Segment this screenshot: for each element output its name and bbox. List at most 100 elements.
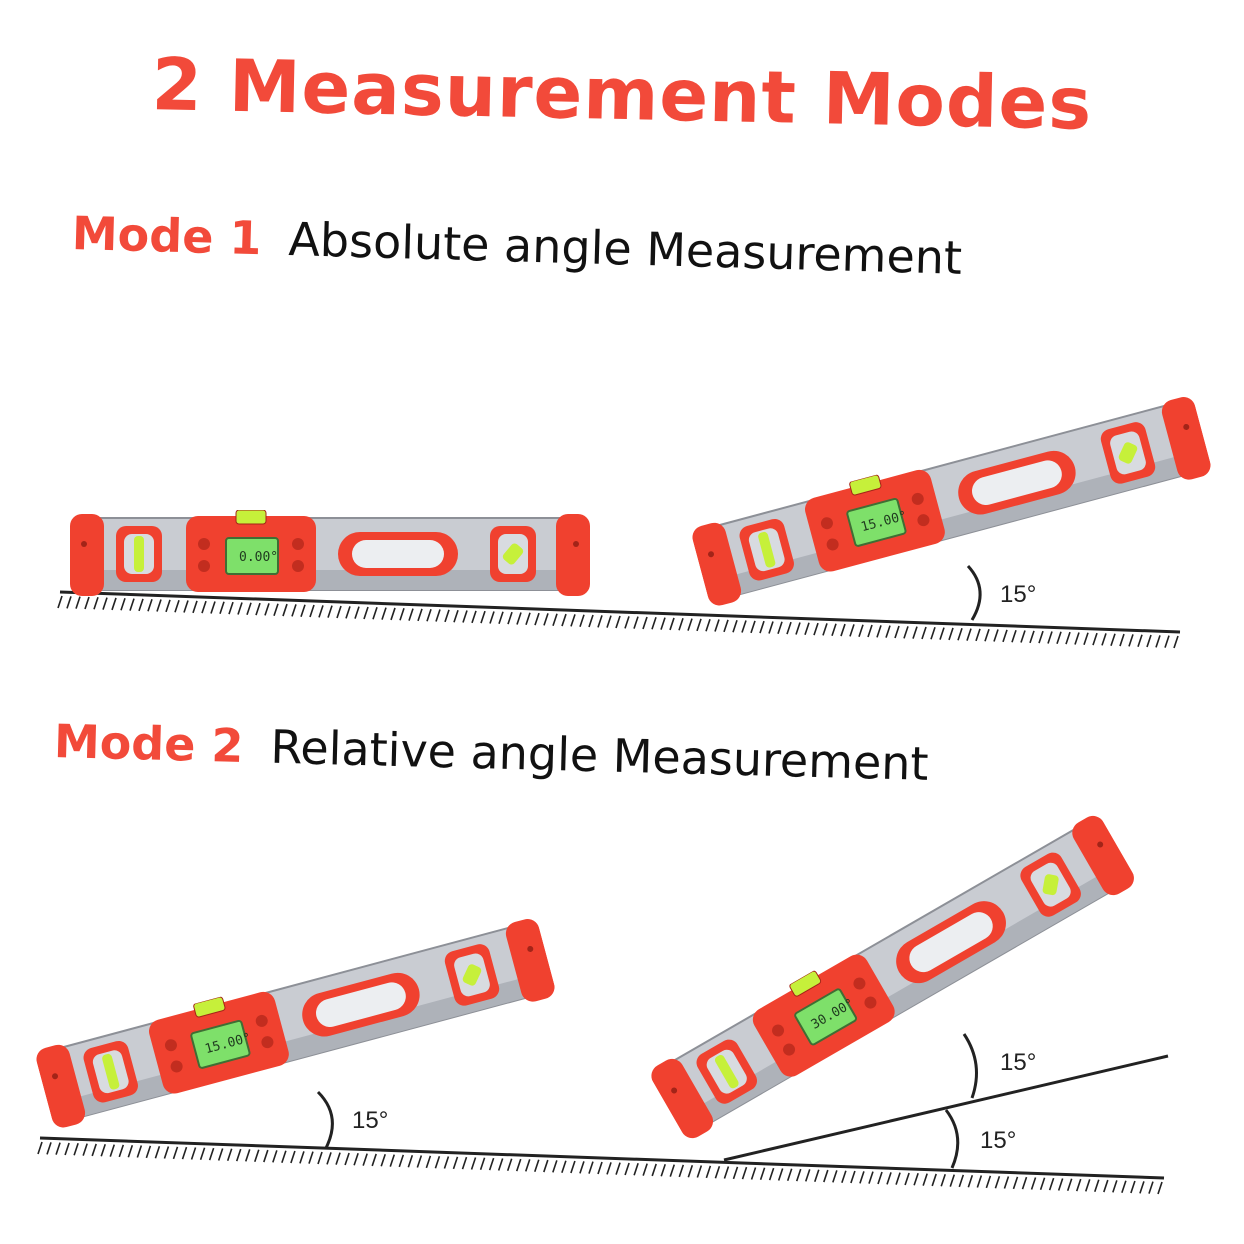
hatch-mark — [1146, 634, 1152, 648]
hatch-mark — [399, 608, 405, 621]
hatch-mark — [75, 596, 81, 609]
hatch-mark — [73, 1143, 79, 1156]
hatch-mark — [858, 624, 864, 637]
hatch-mark — [1065, 631, 1071, 645]
hatch-mark — [588, 1161, 594, 1174]
hatch-mark — [362, 1153, 368, 1166]
hatch-mark — [1139, 1181, 1145, 1194]
hatch-mark — [147, 598, 153, 612]
hatch-mark — [1173, 635, 1179, 649]
hatch-mark — [84, 596, 90, 610]
hatch-mark — [46, 1142, 52, 1155]
hatch-mark — [516, 612, 522, 625]
hatch-mark — [868, 1171, 874, 1184]
hatch-mark — [741, 620, 747, 633]
ground-line — [59, 590, 1181, 634]
hatch-mark — [1021, 1176, 1028, 1190]
hatch-mark — [363, 606, 369, 620]
hatch-mark — [867, 624, 873, 638]
hatch-mark — [226, 1148, 233, 1162]
mode-1-scene: 0.00° 15.00° 15° — [57, 390, 1215, 649]
hatch-mark — [174, 599, 180, 613]
angle-arc-lower — [944, 1109, 960, 1169]
hatch-mark — [129, 598, 135, 611]
hatch-mark — [281, 1150, 287, 1163]
hatch-mark — [1029, 630, 1035, 644]
hatch-mark — [1074, 632, 1080, 645]
hatch-mark — [201, 600, 207, 614]
hatch-mark — [344, 1152, 350, 1166]
hatch-mark — [480, 610, 486, 624]
hatch-mark — [354, 606, 360, 619]
hatch-mark — [804, 1169, 811, 1182]
hatch-mark — [642, 616, 648, 630]
hatch-mark — [570, 614, 576, 627]
hatch-mark — [948, 627, 954, 641]
hatch-mark — [633, 616, 639, 629]
hatch-mark — [678, 618, 684, 631]
hatch-mark — [957, 628, 963, 641]
hatch-mark — [894, 625, 900, 639]
hatch-mark — [425, 1155, 432, 1169]
hatch-mark — [109, 1144, 116, 1157]
hatch-mark — [82, 1143, 88, 1156]
hatch-mark — [642, 1163, 648, 1176]
hatch-mark — [976, 1175, 983, 1188]
hatch-mark — [165, 599, 171, 613]
hatch-mark — [624, 1162, 630, 1176]
ground-hatching — [57, 595, 1179, 649]
hatch-mark — [506, 1158, 513, 1172]
hatch-mark — [1039, 1177, 1046, 1191]
hatch-mark — [479, 1157, 486, 1171]
hatch-mark — [145, 1145, 152, 1159]
hatch-mark — [488, 1157, 495, 1171]
hatch-mark — [210, 601, 216, 614]
hatch-mark — [417, 608, 423, 622]
hatch-mark — [984, 628, 990, 642]
hatch-mark — [1094, 1179, 1100, 1192]
hatch-mark — [912, 626, 918, 639]
hatch-mark — [309, 604, 315, 618]
hatch-mark — [371, 1153, 377, 1167]
hatch-mark — [904, 1172, 910, 1186]
hatch-mark — [1084, 1179, 1091, 1192]
hatch-mark — [172, 1146, 179, 1160]
hatch-mark — [1130, 1180, 1136, 1194]
hatch-mark — [435, 609, 441, 622]
hatch-mark — [759, 1167, 766, 1181]
hatch-mark — [795, 622, 801, 635]
hatch-mark — [606, 615, 612, 628]
angle-arc-slope — [316, 1090, 334, 1149]
hatch-mark — [732, 619, 738, 633]
hatch-mark — [1012, 1176, 1019, 1190]
hatch-mark — [687, 1164, 694, 1178]
hatch-mark — [705, 618, 711, 632]
hatch-mark — [452, 1156, 459, 1170]
hatch-mark — [273, 603, 279, 616]
hatch-mark — [524, 1159, 531, 1172]
hatch-mark — [246, 602, 252, 616]
hatch-mark — [118, 1144, 125, 1158]
hatch-mark — [190, 1147, 197, 1160]
hatch-mark — [1057, 1178, 1064, 1191]
hatch-mark — [380, 1154, 386, 1167]
hatch-mark — [886, 1172, 892, 1185]
hatch-mark — [183, 600, 189, 613]
hatch-mark — [219, 601, 225, 615]
hatch-mark — [1048, 1177, 1055, 1191]
hatch-mark — [633, 1163, 639, 1176]
hatch-mark — [443, 1156, 450, 1169]
hatch-mark — [91, 1143, 97, 1157]
hatch-mark — [461, 1156, 468, 1170]
hatch-mark — [561, 613, 567, 627]
level-flat: 0.00° — [70, 510, 590, 597]
hatch-mark — [597, 615, 603, 628]
hatch-mark — [217, 1148, 224, 1161]
hatch-mark — [1103, 1179, 1109, 1193]
hatch-mark — [615, 615, 621, 629]
hatch-mark — [885, 625, 891, 638]
hatch-mark — [588, 614, 594, 628]
hatch-mark — [651, 1163, 657, 1177]
hatch-mark — [678, 1164, 685, 1178]
hatch-mark — [877, 1171, 883, 1185]
